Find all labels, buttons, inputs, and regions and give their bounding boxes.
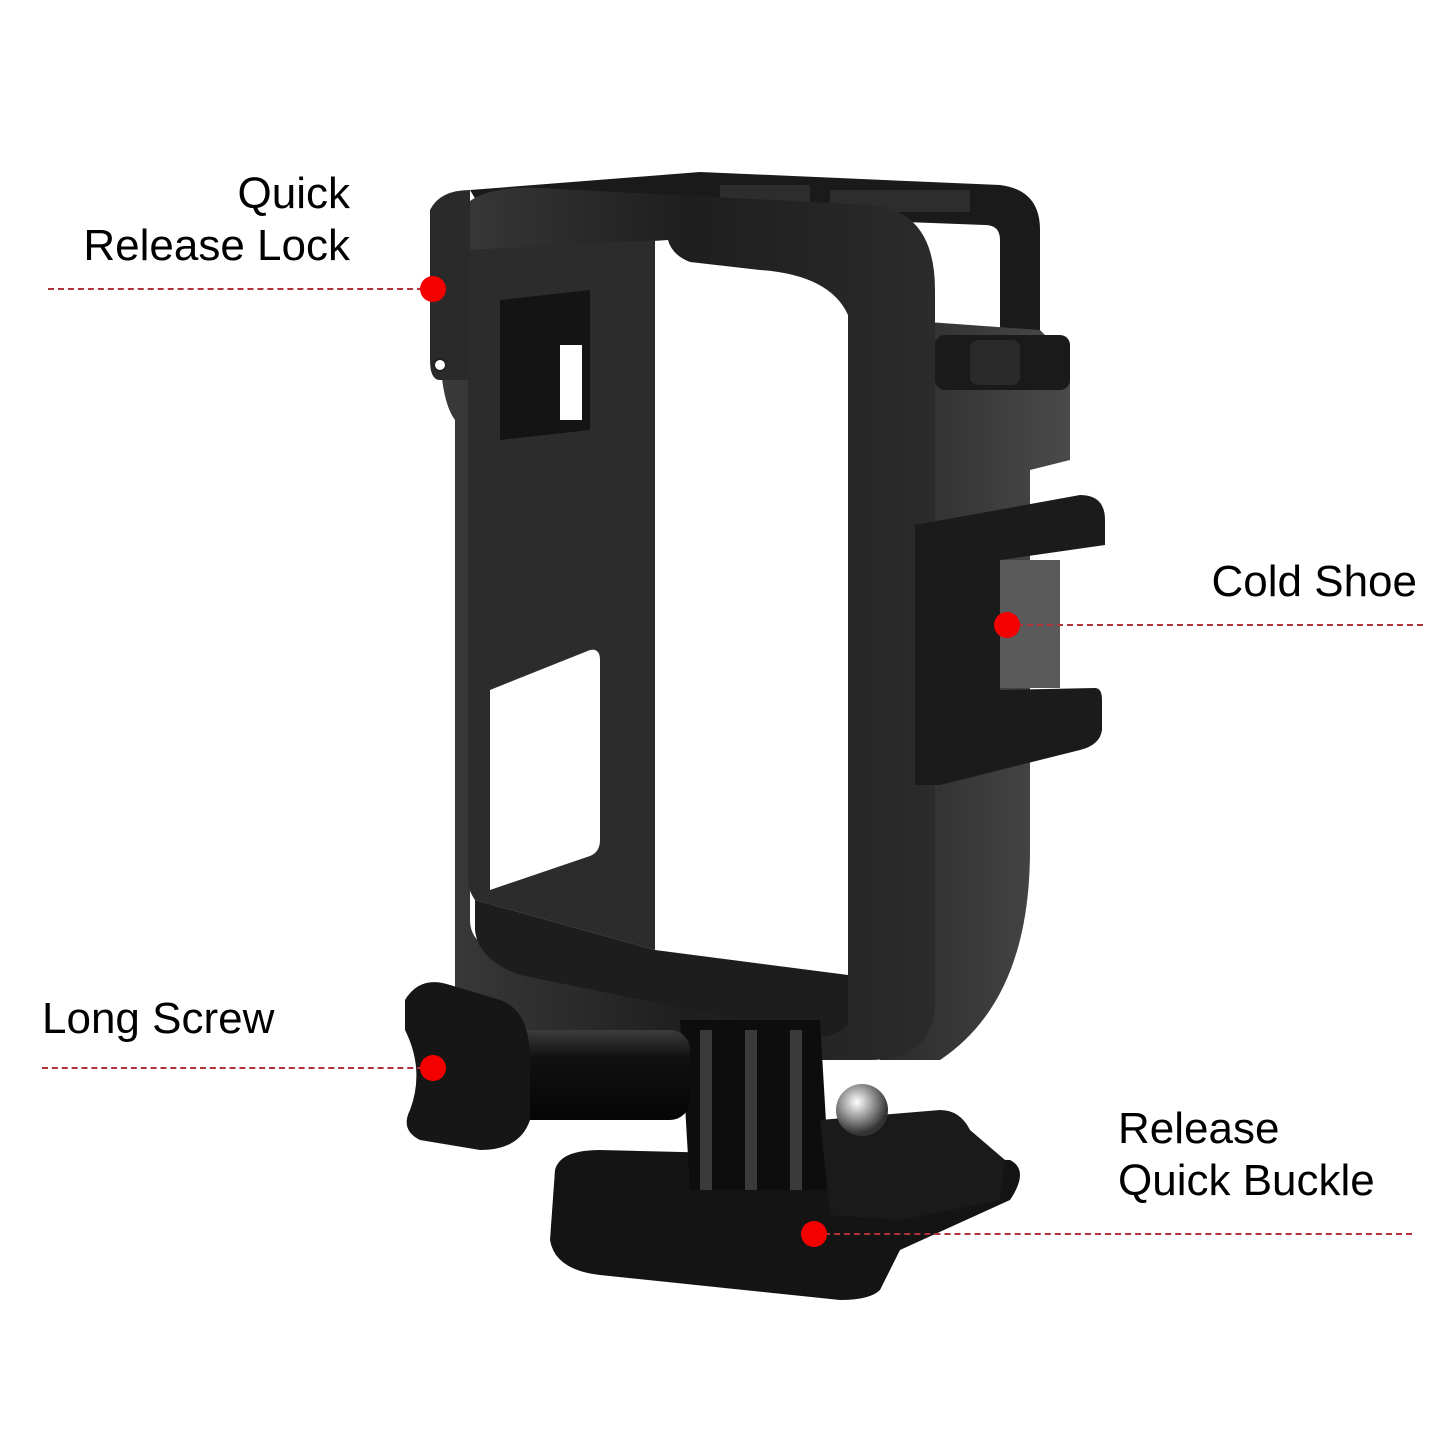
cold-shoe-mount — [915, 495, 1105, 785]
callout-dot-long-screw — [420, 1055, 446, 1081]
side-port-opening — [490, 649, 600, 890]
callout-label-release-quick-buckle: Release Quick Buckle — [1118, 1103, 1375, 1207]
tripod-mount-base — [550, 1020, 1020, 1300]
callout-text-line: Long Screw — [42, 994, 275, 1043]
callout-text-line: Release — [1118, 1104, 1280, 1153]
callout-text-line: Release Lock — [83, 221, 350, 270]
callout-leader-release-quick-buckle — [814, 1233, 1412, 1235]
callout-dot-release-quick-buckle — [801, 1221, 827, 1247]
callout-leader-long-screw — [42, 1067, 433, 1069]
callout-label-cold-shoe: Cold Shoe — [1212, 556, 1417, 608]
callout-text-line: Quick — [237, 169, 350, 218]
quick-release-latch — [430, 190, 470, 380]
long-screw-knob — [405, 982, 690, 1150]
callout-text-line: Cold Shoe — [1211, 557, 1417, 606]
callout-label-quick-release-lock: Quick Release Lock — [83, 168, 350, 272]
callout-leader-quick-release-lock — [48, 288, 433, 290]
callout-dot-quick-release-lock — [420, 276, 446, 302]
callout-leader-cold-shoe — [1007, 624, 1423, 626]
callout-dot-cold-shoe — [994, 612, 1020, 638]
callout-text-line: Quick Buckle — [1118, 1156, 1375, 1205]
callout-label-long-screw: Long Screw — [42, 993, 274, 1045]
